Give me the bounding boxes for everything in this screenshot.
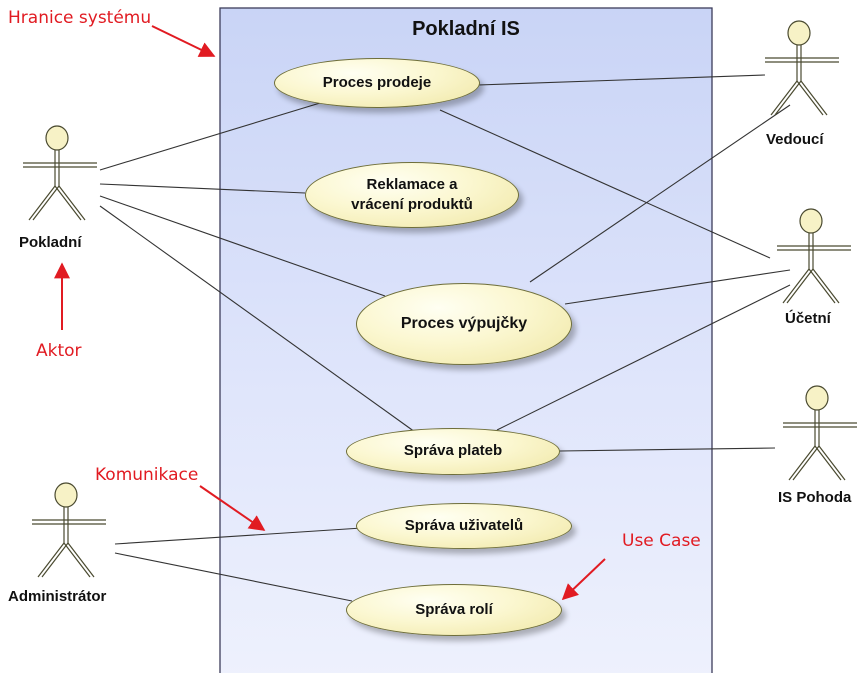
arrow-boundary	[151, 25, 216, 57]
assoc-pokladni-vypujcka	[99, 195, 386, 297]
use-case-label: Proces prodeje	[322, 73, 432, 91]
actor-pohoda-figure[interactable]	[783, 385, 857, 481]
actor-label-vedouci: Vedoucí	[766, 131, 824, 148]
use-case-sprava-roli[interactable]: Správa rolí	[346, 584, 562, 636]
annotation-use-case: Use Case	[622, 531, 701, 551]
arrow-communication	[199, 485, 266, 531]
use-case-sprava-plateb[interactable]: Správa plateb	[346, 428, 560, 475]
actor-label-pokladni: Pokladní	[19, 234, 82, 251]
actor-ucetni-figure[interactable]	[777, 208, 851, 304]
use-case-label: Proces výpujčky	[400, 315, 528, 333]
use-case-label-line1: Reklamace a	[366, 175, 458, 193]
actor-label-administrator: Administrátor	[8, 588, 107, 605]
assoc-vypujcka-vedouci	[529, 104, 791, 283]
associations	[99, 74, 791, 602]
use-case-proces-prodeje[interactable]: Proces prodeje	[274, 58, 480, 108]
annotation-actor: Aktor	[36, 341, 82, 361]
use-case-label: Správa plateb	[403, 442, 503, 460]
annotation-arrows	[54, 25, 606, 601]
actor-label-pohoda: IS Pohoda	[778, 489, 852, 506]
annotation-communication: Komunikace	[95, 465, 199, 485]
actor-label-ucetni: Účetní	[785, 310, 831, 327]
system-title: Pokladní IS	[412, 18, 520, 40]
assoc-admin-role	[114, 552, 353, 602]
assoc-pokladni-reklamace	[99, 183, 306, 194]
use-case-sprava-uzivatelu[interactable]: Správa uživatelů	[356, 503, 572, 549]
use-case-label-line2: vrácení produktů	[351, 196, 473, 213]
actor-admin-figure[interactable]	[32, 482, 106, 578]
assoc-platby-pohoda	[559, 447, 776, 452]
assoc-pokladni-prodej	[99, 102, 321, 171]
actor-pokladni-figure[interactable]	[23, 125, 97, 221]
use-case-reklamace[interactable]: Reklamace a vrácení produktů	[305, 162, 519, 228]
assoc-prodej-vedouci	[477, 74, 766, 86]
assoc-platby-ucetni	[496, 284, 791, 431]
assoc-pokladni-platby	[99, 205, 416, 433]
assoc-admin-uzivatele	[114, 527, 363, 545]
use-case-label: Správa rolí	[415, 600, 493, 618]
use-case-proces-vypujcky[interactable]: Proces výpujčky	[356, 283, 572, 365]
assoc-vypujcka-ucetni	[564, 269, 791, 305]
arrow-use-case	[561, 558, 606, 601]
annotation-boundary: Hranice systému	[8, 8, 152, 28]
assoc-prodej-ucetni	[439, 109, 771, 259]
use-case-label: Správa uživatelů	[404, 516, 524, 534]
actor-vedouci-figure[interactable]	[765, 20, 839, 116]
